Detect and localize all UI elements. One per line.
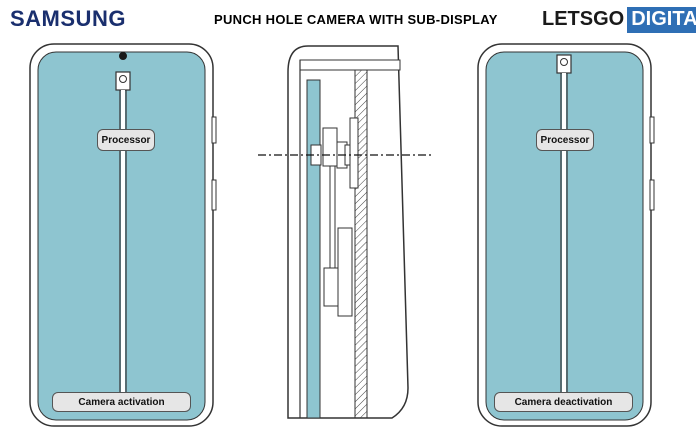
left-processor-label: Processor xyxy=(97,129,155,151)
logo-part-letsgo: LETSGO xyxy=(542,8,625,30)
letsgodigital-logo: LETSGO DIGITAL xyxy=(542,7,696,33)
left-connector-core xyxy=(121,90,125,395)
left-module-lens-icon xyxy=(119,75,127,83)
cross-section xyxy=(258,45,432,419)
top-ledge xyxy=(299,59,401,71)
right-camera-deactivation-label: Camera deactivation xyxy=(494,392,633,412)
left-phone xyxy=(29,43,217,427)
display-layer xyxy=(306,79,321,419)
samsung-brand: SAMSUNG xyxy=(10,6,126,31)
right-side-button-lower xyxy=(649,179,655,211)
right-processor-label: Processor xyxy=(536,129,594,151)
page-title: PUNCH HOLE CAMERA WITH SUB-DISPLAY xyxy=(214,12,498,27)
left-camera-activation-label: Camera activation xyxy=(52,392,191,412)
right-phone xyxy=(477,43,655,427)
right-module-lens-icon xyxy=(560,58,568,66)
processor-block xyxy=(337,227,353,317)
lower-block xyxy=(323,267,339,307)
left-side-button-lower xyxy=(211,179,217,211)
logo-part-digital: DIGITAL xyxy=(627,7,696,33)
punch-hole-camera-icon xyxy=(119,52,127,60)
right-side-button-upper xyxy=(649,116,655,144)
left-side-button-upper xyxy=(211,116,217,144)
right-connector-core xyxy=(562,73,566,395)
holder-block xyxy=(349,117,359,189)
camera-module-block xyxy=(322,127,338,167)
